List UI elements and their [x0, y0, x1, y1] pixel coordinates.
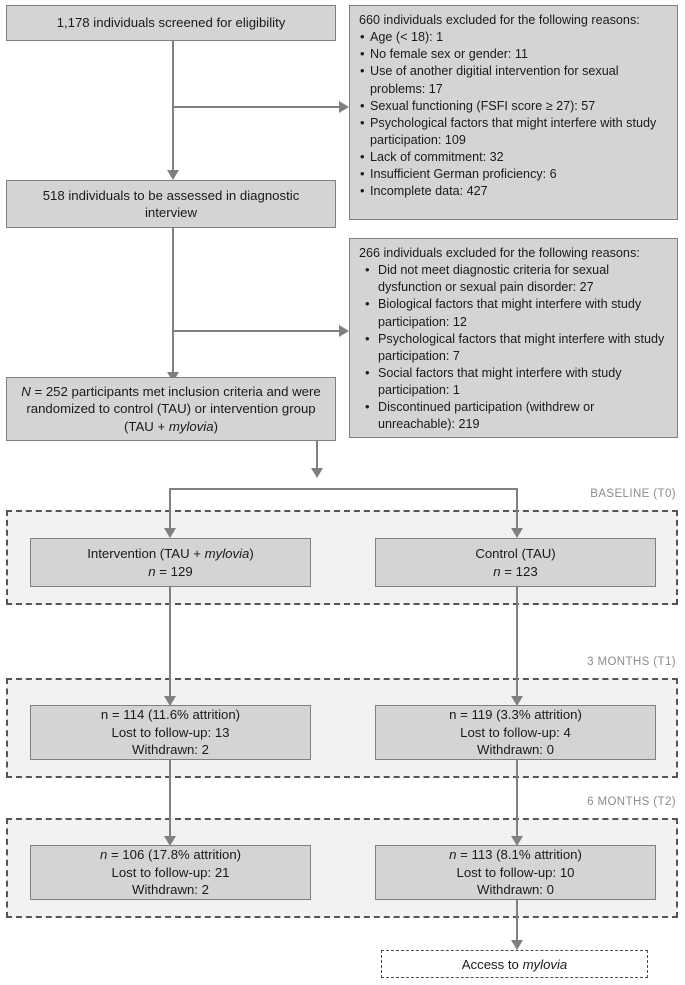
- randomized-product-name: mylovia: [168, 418, 214, 434]
- connector-to-exclusion-2: [172, 330, 340, 332]
- t1-intervention-line2: Lost to follow-up: 13: [111, 724, 230, 740]
- box-assessed: 518 individuals to be assessed in diagno…: [6, 180, 336, 228]
- arrowhead-to-exclusion-1: [339, 101, 349, 113]
- list-item: Psychological factors that might interfe…: [359, 114, 669, 149]
- access-label: Access to: [461, 956, 523, 972]
- randomized-text: = 252 participants met inclusion criteri…: [26, 383, 321, 434]
- box-baseline-control: Control (TAU) n = 123: [375, 538, 656, 587]
- baseline-intervention-product-name: mylovia: [204, 546, 250, 562]
- t1-intervention-line3: Withdrawn: 2: [132, 742, 209, 758]
- list-item: Biological factors that might interfere …: [359, 295, 669, 330]
- arrowhead-intervention-t2: [164, 836, 176, 846]
- baseline-intervention-n-value: = 129: [155, 563, 193, 579]
- t2-intervention-n-symbol: n: [99, 847, 108, 863]
- box-exclusion-2: 266 individuals excluded for the followi…: [349, 238, 678, 438]
- baseline-control-label: Control (TAU): [475, 546, 556, 562]
- exclusion-2-heading: 266 individuals excluded for the followi…: [359, 246, 640, 260]
- t1-control-line1: n = 119 (3.3% attrition): [449, 707, 582, 723]
- arrowhead-control-t2: [511, 836, 523, 846]
- connector-bus-to-intervention-baseline: [169, 488, 171, 535]
- list-item: Social factors that might interfere with…: [359, 364, 669, 399]
- list-item: Lack of commitment: 32: [359, 148, 669, 166]
- t1-intervention-line1: n = 114 (11.6% attrition): [100, 707, 241, 723]
- connector-split-bus: [169, 488, 518, 490]
- list-item: Did not meet diagnostic criteria for sex…: [359, 261, 669, 296]
- exclusion-1-list: Age (< 18): 1 No female sex or gender: 1…: [359, 28, 669, 200]
- connector-to-exclusion-1: [172, 106, 340, 108]
- randomized-n-symbol: N: [21, 383, 31, 399]
- list-item: Sexual functioning (FSFI score ≥ 27): 57: [359, 97, 669, 115]
- box-t1-intervention: n = 114 (11.6% attrition) Lost to follow…: [30, 705, 311, 760]
- box-t1-control: n = 119 (3.3% attrition) Lost to follow-…: [375, 705, 656, 760]
- box-baseline-intervention: Intervention (TAU + mylovia) n = 129: [30, 538, 311, 587]
- phase-label-6months: 6 MONTHS (T2): [587, 796, 676, 808]
- t2-intervention-line1: = 106 (17.8% attrition): [107, 847, 242, 863]
- arrowhead-control-t1: [511, 696, 523, 706]
- baseline-control-n-symbol: n: [493, 563, 501, 579]
- t1-control-line2: Lost to follow-up: 4: [460, 724, 571, 740]
- connector-control-t2-to-access: [516, 900, 518, 948]
- connector-assessed-to-randomized: [172, 228, 174, 373]
- box-exclusion-1: 660 individuals excluded for the followi…: [349, 5, 678, 220]
- t2-intervention-line3: Withdrawn: 2: [132, 882, 209, 898]
- box-t2-intervention: n = 106 (17.8% attrition) Lost to follow…: [30, 845, 311, 900]
- arrowhead-to-access: [511, 940, 523, 950]
- phase-label-3months: 3 MONTHS (T1): [587, 656, 676, 668]
- connector-bus-to-control-baseline: [516, 488, 518, 535]
- baseline-intervention-n-symbol: n: [148, 563, 156, 579]
- t2-control-line3: Withdrawn: 0: [477, 882, 554, 898]
- arrowhead-randomized-down: [311, 468, 323, 478]
- connector-control-baseline-to-t1: [516, 587, 518, 703]
- list-item: No female sex or gender: 11: [359, 45, 669, 63]
- t2-control-line2: Lost to follow-up: 10: [456, 864, 575, 880]
- list-item: Use of another digitial intervention for…: [359, 62, 669, 97]
- connector-intervention-t1-to-t2: [169, 760, 171, 843]
- list-item: Age (< 18): 1: [359, 28, 669, 46]
- box-access-to-mylovia: Access to mylovia: [381, 950, 648, 978]
- arrowhead-intervention-baseline: [164, 528, 176, 538]
- baseline-control-n-value: = 123: [500, 563, 538, 579]
- connector-randomized-down: [316, 441, 318, 476]
- t2-intervention-line2: Lost to follow-up: 21: [111, 864, 230, 880]
- arrowhead-intervention-t1: [164, 696, 176, 706]
- baseline-intervention-label-pre: Intervention (TAU +: [87, 546, 205, 562]
- list-item: Insufficient German proficiency: 6: [359, 165, 669, 183]
- t2-control-line1: = 113 (8.1% attrition): [456, 847, 582, 863]
- box-t2-control: n = 113 (8.1% attrition) Lost to follow-…: [375, 845, 656, 900]
- arrowhead-to-assessed: [167, 170, 179, 180]
- box-randomized: N = 252 participants met inclusion crite…: [6, 377, 336, 441]
- t1-control-line3: Withdrawn: 0: [477, 742, 554, 758]
- phase-label-baseline: BASELINE (T0): [590, 488, 676, 500]
- box-screened: 1,178 individuals screened for eligibili…: [6, 5, 336, 41]
- t2-control-n-symbol: n: [449, 847, 457, 863]
- access-product-name: mylovia: [522, 956, 568, 972]
- list-item: Discontinued participation (withdrew or …: [359, 398, 669, 433]
- list-item: Psychological factors that might interfe…: [359, 330, 669, 365]
- exclusion-1-heading: 660 individuals excluded for the followi…: [359, 13, 640, 27]
- arrowhead-to-exclusion-2: [339, 325, 349, 337]
- list-item: Incomplete data: 427: [359, 182, 669, 200]
- randomized-suffix: ): [213, 418, 218, 434]
- connector-control-t1-to-t2: [516, 760, 518, 843]
- baseline-intervention-label-post: ): [249, 546, 254, 562]
- arrowhead-control-baseline: [511, 528, 523, 538]
- connector-intervention-baseline-to-t1: [169, 587, 171, 703]
- exclusion-2-list: Did not meet diagnostic criteria for sex…: [359, 261, 669, 433]
